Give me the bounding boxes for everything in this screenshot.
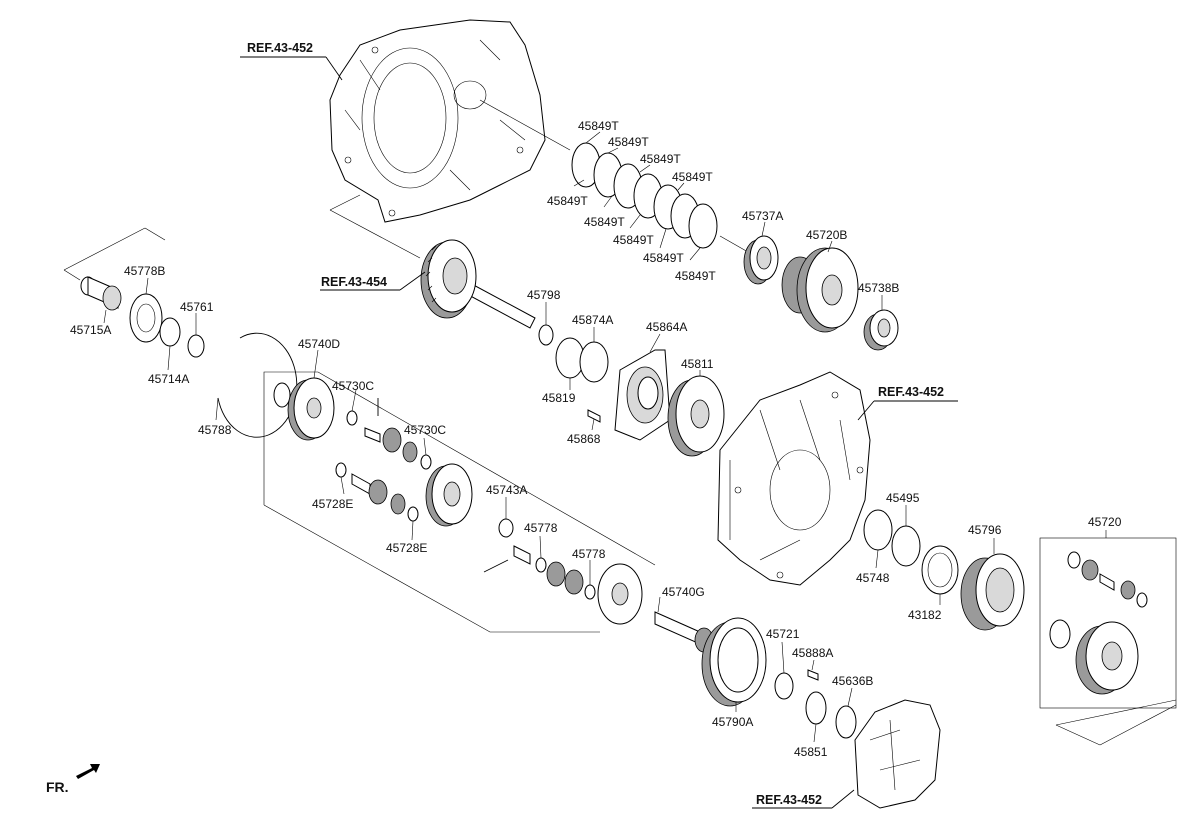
part-label[interactable]: 45790A	[712, 715, 753, 729]
part-label[interactable]: 45728E	[386, 541, 427, 555]
ring-gear-45796	[960, 553, 1025, 631]
leader-lines	[103, 131, 1107, 743]
ring-45874a	[579, 341, 609, 383]
part-label[interactable]: 45849T	[578, 119, 619, 133]
ring-45748	[863, 509, 893, 551]
part-label[interactable]: 45743A	[486, 483, 527, 497]
part-label[interactable]: 45849T	[584, 215, 625, 229]
planet-pin-45715a	[80, 276, 122, 311]
part-label[interactable]: 45715A	[70, 323, 111, 337]
part-label[interactable]: 45849T	[643, 251, 684, 265]
input-shaft	[420, 239, 536, 329]
oil-pump-cover-45864a	[614, 349, 671, 441]
part-label[interactable]: 45778	[572, 547, 606, 561]
carrier-body	[425, 463, 473, 527]
carrier-plate-front	[273, 377, 335, 441]
part-label[interactable]: 45849T	[613, 233, 654, 247]
washer-45798	[538, 324, 554, 346]
washer-45743a	[498, 518, 514, 538]
ref-label-bottom[interactable]: REF.43-452	[756, 793, 822, 807]
part-label[interactable]: 45849T	[547, 194, 588, 208]
part-label[interactable]: 45849T	[675, 269, 716, 283]
part-label[interactable]: 45730C	[404, 423, 446, 437]
part-label[interactable]: 45761	[180, 300, 214, 314]
transmission-housing-right	[717, 371, 871, 586]
ring-45495	[891, 525, 921, 567]
carrier-plate-rear	[597, 563, 643, 625]
ref-label-shaft[interactable]: REF.43-454	[321, 275, 387, 289]
ring-45721	[774, 672, 794, 700]
part-label[interactable]: 45788	[198, 423, 232, 437]
part-label[interactable]: 45849T	[672, 170, 713, 184]
part-label[interactable]: 45720B	[806, 228, 847, 242]
cover-bottom	[854, 699, 941, 809]
part-label[interactable]: 45730C	[332, 379, 374, 393]
snap-ring-set	[571, 142, 718, 249]
differential-45720	[1049, 551, 1148, 695]
front-label: FR.	[46, 779, 69, 795]
ref-label-right[interactable]: REF.43-452	[878, 385, 944, 399]
part-label[interactable]: 45874A	[572, 313, 613, 327]
part-label[interactable]: 43182	[908, 608, 942, 622]
pinion-row-lower	[335, 462, 419, 522]
thrust-washer-45778b	[129, 293, 163, 343]
front-arrow-icon	[76, 764, 100, 779]
part-label[interactable]: 45728E	[312, 497, 353, 511]
part-label[interactable]: 45636B	[832, 674, 873, 688]
part-label[interactable]: 45748	[856, 571, 890, 585]
part-label[interactable]: 45811	[681, 357, 714, 371]
part-label[interactable]: 45851	[794, 745, 828, 759]
part-label[interactable]: 45849T	[640, 152, 681, 166]
part-label[interactable]: 45888A	[792, 646, 833, 660]
retainer-43182	[921, 545, 959, 595]
pinion-row-upper	[346, 398, 432, 470]
bearing-45737a	[743, 235, 779, 285]
part-label[interactable]: 45721	[766, 627, 800, 641]
bearing-45738b	[863, 309, 899, 351]
part-label[interactable]: 45737A	[742, 209, 783, 223]
part-label[interactable]: 45849T	[608, 135, 649, 149]
ring-45636b	[835, 705, 857, 739]
detail-box-45720	[1039, 537, 1177, 709]
part-label[interactable]: 45714A	[148, 372, 189, 386]
pinion-row-rear	[483, 545, 596, 600]
part-label[interactable]: 45740G	[662, 585, 705, 599]
part-label[interactable]: 45720	[1088, 515, 1122, 529]
gear-45811	[667, 375, 725, 457]
part-label[interactable]: 45495	[886, 491, 920, 505]
front-direction-indicator: FR.	[46, 764, 100, 795]
part-label[interactable]: 45738B	[858, 281, 899, 295]
ring-45714a	[159, 317, 181, 347]
part-label[interactable]: 45796	[968, 523, 1002, 537]
gear-45790a	[701, 617, 767, 707]
ring-45851	[805, 691, 827, 725]
part-label[interactable]: 45798	[527, 288, 561, 302]
ref-label-top[interactable]: REF.43-452	[247, 41, 313, 55]
bolt-45888a	[807, 669, 819, 681]
transmission-housing-top	[329, 19, 546, 223]
part-label[interactable]: 45868	[567, 432, 601, 446]
part-label[interactable]: 45778	[524, 521, 558, 535]
part-label[interactable]: 45819	[542, 391, 576, 405]
gear-45720b	[781, 247, 859, 333]
bolt-45868	[587, 409, 601, 423]
part-label[interactable]: 45864A	[646, 320, 687, 334]
part-label[interactable]: 45778B	[124, 264, 165, 278]
part-label[interactable]: 45740D	[298, 337, 340, 351]
ring-45761	[187, 334, 205, 358]
